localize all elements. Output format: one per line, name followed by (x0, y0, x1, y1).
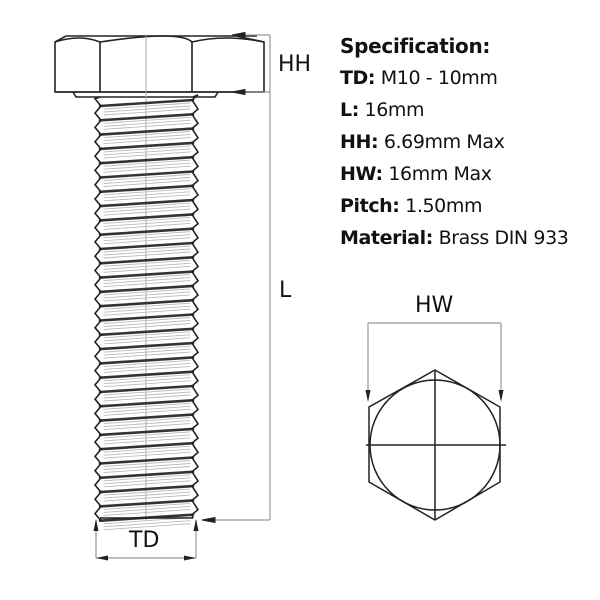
spec-key: Pitch: (340, 195, 400, 217)
spec-value: 16mm (364, 99, 425, 121)
specification-panel: Specification: TD: M10 - 10mm L: 16mm HH… (340, 30, 600, 254)
spec-key: HW: (340, 163, 383, 185)
hw-dimension (367, 322, 502, 400)
spec-row-hw: HW: 16mm Max (340, 158, 600, 190)
spec-row-hh: HH: 6.69mm Max (340, 126, 600, 158)
bolt-head-side-view (54, 35, 265, 98)
l-label: L (279, 278, 292, 303)
bolt-shank-side-view (93, 36, 200, 531)
hh-dimension (212, 34, 271, 521)
spec-row-l: L: 16mm (340, 94, 600, 126)
spec-row-material: Material: Brass DIN 933 (340, 222, 600, 254)
spec-value: Brass DIN 933 (438, 227, 569, 249)
bolt-head-top-view (366, 369, 506, 521)
td-label: TD (129, 528, 160, 553)
spec-key: Material: (340, 227, 433, 249)
spec-key: TD: (340, 67, 376, 89)
spec-value: 6.69mm Max (383, 131, 505, 153)
spec-row-td: TD: M10 - 10mm (340, 62, 600, 94)
spec-key: L: (340, 99, 359, 121)
spec-value: 16mm Max (388, 163, 492, 185)
spec-value: 1.50mm (405, 195, 483, 217)
hw-label: HW (415, 293, 454, 318)
spec-key: HH: (340, 131, 379, 153)
hh-label: HH (278, 52, 312, 77)
spec-value: M10 - 10mm (380, 67, 498, 89)
specification-title: Specification: (340, 34, 491, 58)
spec-row-pitch: Pitch: 1.50mm (340, 190, 600, 222)
